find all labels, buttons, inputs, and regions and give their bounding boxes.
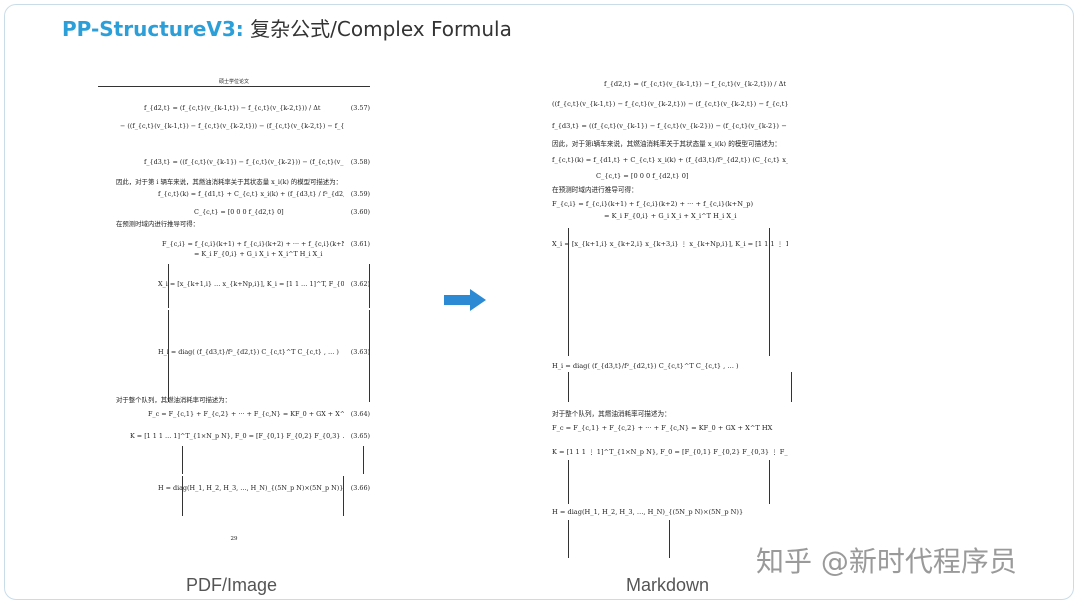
matrix-bracket bbox=[182, 446, 364, 474]
equation-number: (3.63) bbox=[350, 348, 370, 356]
formula-text: = K_i F_{0,i} + G_i X_i + X_i^T H_i X_i bbox=[194, 250, 323, 258]
equation-number: (3.64) bbox=[350, 410, 370, 418]
formula-line: K = [1 1 1 … 1]^T_{1×N_p N}, F_0 = [F_{0… bbox=[130, 432, 344, 440]
formula-text: = K_i F_{0,i} + G_i X_i + X_i^T H_i X_i bbox=[604, 212, 737, 220]
formula-line: f_{c,t}(k) = f_{d1,t} + C_{c,t} x_i(k) +… bbox=[552, 156, 788, 164]
formula-line: K = [1 1 1 ⋮ 1]^T_{1×N_p N}, F_0 = [F_{0… bbox=[552, 448, 788, 456]
formula-text: C_{c,t} = [0 0 0 f_{d2,t} 0] bbox=[194, 208, 284, 216]
formula-line: H_i = diag( (f_{d3,t}/f²_{d2,t}) C_{c,t}… bbox=[552, 362, 788, 370]
formula-text: f_{d2,t} = (f_{c,t}(v_{k-1,t}) − f_{c,t}… bbox=[604, 80, 787, 88]
formula-text: H = diag(H_1, H_2, H_3, …, H_N)_{(5N_p N… bbox=[552, 508, 744, 516]
matrix-bracket bbox=[568, 460, 770, 504]
equation-number: (3.65) bbox=[350, 432, 370, 440]
formula-line: = K_i F_{0,i} + G_i X_i + X_i^T H_i X_i bbox=[194, 250, 344, 258]
equation-number: (3.57) bbox=[350, 104, 370, 112]
formula-line: 因此，对于第i辆车来说，其燃油消耗率关于其状态量 x_i(k) 的模型可描述为： bbox=[552, 140, 788, 148]
formula-text: H_i = diag( (f_{d3,t}/f²_{d2,t}) C_{c,t}… bbox=[158, 348, 339, 356]
formula-line: F_{c,i} = f_{c,i}(k+1) + f_{c,i}(k+2) + … bbox=[162, 240, 344, 248]
formula-line: f_{c,t}(k) = f_{d1,t} + C_{c,t} x_i(k) +… bbox=[158, 190, 344, 198]
formula-line: H = diag(H_1, H_2, H_3, …, H_N)_{(5N_p N… bbox=[158, 484, 344, 492]
formula-text: K = [1 1 1 ⋮ 1]^T_{1×N_p N}, F_0 = [F_{0… bbox=[552, 448, 788, 456]
brand-name: PP-StructureV3: bbox=[62, 17, 244, 41]
formula-line: F_c = F_{c,1} + F_{c,2} + ··· + F_{c,N} … bbox=[552, 424, 788, 432]
running-header: 硕士学位论文 bbox=[218, 79, 249, 85]
equation-number: (3.61) bbox=[350, 240, 370, 248]
formula-text: 在预测时域内进行推导可得： bbox=[552, 186, 638, 194]
pdf-page-preview: 硕士学位论文 f_{d2,t} = (f_{c,t}(v_{k-1,t}) − … bbox=[98, 74, 370, 554]
equation-number: (3.58) bbox=[350, 158, 370, 166]
formula-text: − ((f_{c,t}(v_{k-1,t}) − f_{c,t}(v_{k-2,… bbox=[120, 122, 344, 130]
formula-line: f_{d3,t} = ((f_{c,t}(v_{k-1}) − f_{c,t}(… bbox=[552, 122, 788, 130]
formula-text: f_{d3,t} = ((f_{c,t}(v_{k-1}) − f_{c,t}(… bbox=[552, 122, 788, 130]
equation-number: (3.62) bbox=[350, 280, 370, 288]
formula-text: X_i = [x_{k+1,i} x_{k+2,i} x_{k+3,i} ⋮ x… bbox=[552, 240, 788, 248]
formula-text: 因此，对于第i辆车来说，其燃油消耗率关于其状态量 x_i(k) 的模型可描述为： bbox=[552, 140, 781, 148]
formula-line: 在预测时域内进行推导可得： bbox=[552, 186, 788, 194]
slide-title: PP-StructureV3: 复杂公式/Complex Formula bbox=[62, 13, 512, 42]
formula-line: 对于整个队列，其燃油消耗率可描述为： bbox=[116, 396, 344, 404]
matrix-bracket bbox=[568, 520, 670, 558]
markdown-render-preview: f_{d2,t} = (f_{c,t}(v_{k-1,t}) − f_{c,t}… bbox=[548, 72, 792, 562]
formula-text: F_{c,i} = f_{c,i}(k+1) + f_{c,i}(k+2) + … bbox=[552, 200, 754, 208]
formula-text: H = diag(H_1, H_2, H_3, …, H_N)_{(5N_p N… bbox=[158, 484, 344, 492]
formula-text: ((f_{c,t}(v_{k-1,t}) − f_{c,t}(v_{k-2,t}… bbox=[552, 100, 788, 108]
formula-text: 对于整个队列，其燃油消耗率可描述为： bbox=[552, 410, 671, 418]
formula-line: H_i = diag( (f_{d3,t}/f²_{d2,t}) C_{c,t}… bbox=[158, 348, 344, 356]
formula-text: 对于整个队列，其燃油消耗率可描述为： bbox=[116, 396, 232, 404]
formula-text: f_{d2,t} = (f_{c,t}(v_{k-1,t}) − f_{c,t}… bbox=[144, 104, 321, 112]
matrix-bracket bbox=[168, 264, 370, 308]
matrix-bracket bbox=[168, 310, 370, 402]
formula-line: H = diag(H_1, H_2, H_3, …, H_N)_{(5N_p N… bbox=[552, 508, 788, 516]
formula-line: F_c = F_{c,1} + F_{c,2} + ··· + F_{c,N} … bbox=[148, 410, 344, 418]
formula-line: − ((f_{c,t}(v_{k-1,t}) − f_{c,t}(v_{k-2,… bbox=[120, 122, 344, 130]
formula-line: f_{d2,t} = (f_{c,t}(v_{k-1,t}) − f_{c,t}… bbox=[144, 104, 344, 112]
formula-line: X_i = [x_{k+1,i} x_{k+2,i} x_{k+3,i} ⋮ x… bbox=[552, 240, 788, 248]
formula-line: 对于整个队列，其燃油消耗率可描述为： bbox=[552, 410, 788, 418]
equation-number: (3.60) bbox=[350, 208, 370, 216]
formula-line: f_{d3,t} = ((f_{c,t}(v_{k-1}) − f_{c,t}(… bbox=[144, 158, 344, 166]
formula-text: F_c = F_{c,1} + F_{c,2} + ··· + F_{c,N} … bbox=[552, 424, 773, 432]
slide-subtitle: 复杂公式/Complex Formula bbox=[243, 17, 512, 41]
formula-line: F_{c,i} = f_{c,i}(k+1) + f_{c,i}(k+2) + … bbox=[552, 200, 788, 208]
formula-line: = K_i F_{0,i} + G_i X_i + X_i^T H_i X_i bbox=[604, 212, 788, 220]
formula-text: F_{c,i} = f_{c,i}(k+1) + f_{c,i}(k+2) + … bbox=[162, 240, 344, 248]
formula-line: C_{c,t} = [0 0 0 f_{d2,t} 0] bbox=[596, 172, 788, 180]
formula-text: H_i = diag( (f_{d3,t}/f²_{d2,t}) C_{c,t}… bbox=[552, 362, 739, 370]
page-number: 29 bbox=[230, 536, 238, 542]
formula-text: 在预测时域内进行推导可得： bbox=[116, 220, 200, 228]
formula-text: f_{c,t}(k) = f_{d1,t} + C_{c,t} x_i(k) +… bbox=[552, 156, 788, 164]
formula-text: F_c = F_{c,1} + F_{c,2} + ··· + F_{c,N} … bbox=[148, 410, 344, 418]
formula-line: C_{c,t} = [0 0 0 f_{d2,t} 0] bbox=[194, 208, 344, 216]
formula-line: ((f_{c,t}(v_{k-1,t}) − f_{c,t}(v_{k-2,t}… bbox=[552, 100, 788, 108]
formula-line: 因此，对于第 i 辆车来说，其燃油消耗率关于其状态量 x_i(k) 的模型可描述… bbox=[116, 178, 344, 186]
matrix-bracket bbox=[568, 372, 792, 402]
equation-number: (3.66) bbox=[350, 484, 370, 492]
equation-number: (3.59) bbox=[350, 190, 370, 198]
markdown-caption: Markdown bbox=[626, 575, 710, 595]
formula-text: 因此，对于第 i 辆车来说，其燃油消耗率关于其状态量 x_i(k) 的模型可描述… bbox=[116, 178, 342, 186]
formula-line: X_i = [x_{k+1,i} … x_{k+Np,i}], K_i = [1… bbox=[158, 280, 344, 288]
formula-line: 在预测时域内进行推导可得： bbox=[116, 220, 344, 228]
header-rule bbox=[98, 86, 370, 87]
formula-text: f_{c,t}(k) = f_{d1,t} + C_{c,t} x_i(k) +… bbox=[158, 190, 344, 198]
matrix-bracket bbox=[182, 476, 344, 516]
pdf-image-caption: PDF/Image bbox=[186, 575, 278, 595]
matrix-bracket bbox=[568, 228, 770, 356]
formula-text: f_{d3,t} = ((f_{c,t}(v_{k-1}) − f_{c,t}(… bbox=[144, 158, 344, 166]
watermark: 知乎 @新时代程序员 bbox=[756, 545, 1017, 578]
formula-text: K = [1 1 1 … 1]^T_{1×N_p N}, F_0 = [F_{0… bbox=[130, 432, 344, 440]
slide-frame bbox=[4, 4, 1074, 600]
formula-line: f_{d2,t} = (f_{c,t}(v_{k-1,t}) − f_{c,t}… bbox=[604, 80, 788, 88]
right-arrow-icon bbox=[444, 289, 486, 311]
formula-text: C_{c,t} = [0 0 0 f_{d2,t} 0] bbox=[596, 172, 689, 180]
formula-text: X_i = [x_{k+1,i} … x_{k+Np,i}], K_i = [1… bbox=[158, 280, 344, 288]
